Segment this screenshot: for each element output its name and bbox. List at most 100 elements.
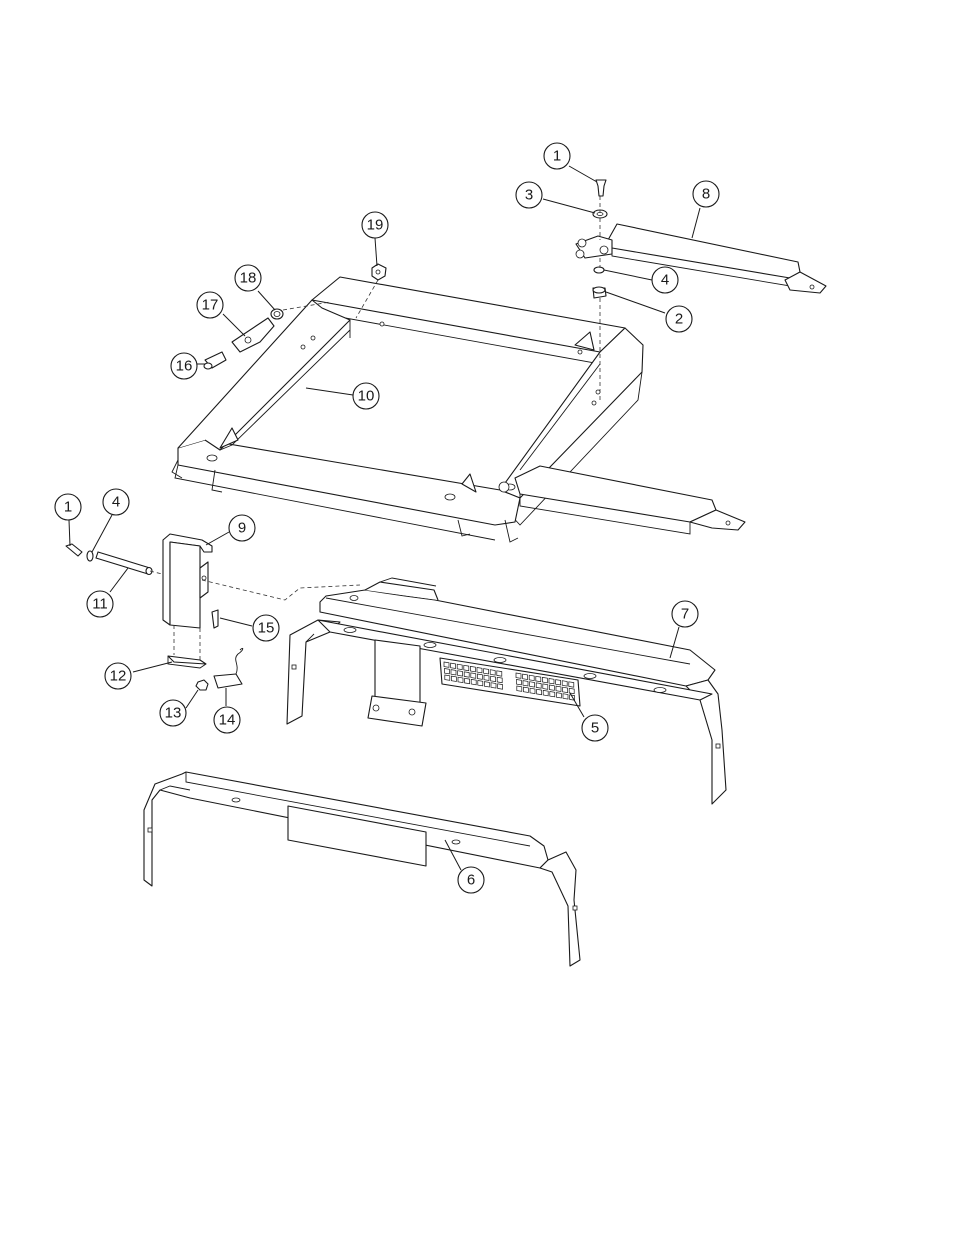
callout-3: 3: [516, 182, 542, 208]
grille-cell: [563, 687, 568, 692]
callout-9: 9: [229, 515, 255, 541]
grille-cell: [542, 677, 547, 682]
callout-10: 10: [353, 383, 379, 409]
grille-cell: [470, 666, 475, 671]
grille-cell: [530, 688, 535, 693]
callout-4-left: 4: [103, 489, 129, 515]
callout-6: 6: [458, 867, 484, 893]
grille-cell: [491, 676, 496, 681]
grille-cell: [458, 671, 463, 676]
grille-cell: [569, 688, 574, 693]
grille-cell: [484, 682, 489, 687]
grille-cell: [529, 675, 534, 680]
nut-13: [196, 680, 208, 690]
grille-cell: [497, 677, 502, 682]
callout-13: 13: [160, 700, 186, 726]
callout-label: 3: [525, 187, 533, 204]
grille-cell: [549, 679, 554, 684]
grille-cell: [484, 669, 489, 674]
grille-cell: [444, 662, 449, 667]
grille-cell: [550, 692, 555, 697]
grille-cell: [523, 687, 528, 692]
callout-label: 15: [258, 620, 275, 637]
grille-cell: [543, 690, 548, 695]
grille-cell: [458, 677, 463, 682]
rod-part: [66, 544, 162, 575]
callout-label: 12: [110, 668, 127, 685]
callout-label: 13: [165, 705, 182, 722]
callout-14: 14: [214, 707, 240, 733]
pad-14: [214, 648, 243, 688]
grille-cell: [569, 682, 574, 687]
callout-label: 19: [367, 217, 384, 234]
grille-cell: [471, 679, 476, 684]
callout-label: 16: [176, 358, 193, 375]
callout-12: 12: [105, 663, 131, 689]
callout-15: 15: [253, 615, 279, 641]
grille-cell: [536, 676, 541, 681]
grille-cell: [451, 676, 456, 681]
callout-label: 8: [702, 186, 710, 203]
callout-label: 1: [64, 499, 72, 516]
grille-cell: [549, 685, 554, 690]
callout-17: 17: [197, 292, 223, 318]
callout-19: 19: [362, 212, 388, 238]
callout-8: 8: [693, 181, 719, 207]
lower-cross-member-part: [144, 772, 580, 966]
grille-cell: [556, 693, 561, 698]
callout-4-top: 4: [652, 267, 678, 293]
callout-label: 11: [92, 596, 108, 613]
grille-cell: [562, 681, 567, 686]
grille-cell: [536, 683, 541, 688]
grille-cell: [471, 673, 476, 678]
grille-cell: [537, 689, 542, 694]
grille-cell: [477, 668, 482, 673]
callout-label: 6: [467, 872, 475, 889]
grille-cell: [530, 682, 535, 687]
callout-label: 1: [553, 148, 561, 165]
callout-label: 4: [661, 272, 669, 289]
grille-cell: [457, 664, 462, 669]
grille-cell: [451, 663, 456, 668]
callout-1-top: 1: [544, 143, 570, 169]
callout-7: 7: [672, 601, 698, 627]
grille-cell: [523, 681, 528, 686]
callout-label: 4: [112, 494, 120, 511]
callout-18: 18: [235, 265, 261, 291]
callout-5: 5: [582, 715, 608, 741]
grille-cell: [478, 681, 483, 686]
grille-cell: [497, 671, 502, 676]
callout-label: 9: [238, 520, 246, 537]
callout-label: 18: [240, 270, 257, 287]
callout-label: 14: [219, 712, 236, 729]
grille-cell: [451, 670, 456, 675]
grille-cell: [516, 680, 521, 685]
callout-11: 11: [87, 591, 113, 617]
grille-cell: [490, 670, 495, 675]
grille-cell: [543, 684, 548, 689]
callout-label: 2: [675, 311, 683, 328]
callout-label: 7: [681, 606, 689, 623]
callout-2: 2: [666, 306, 692, 332]
callout-16: 16: [171, 353, 197, 379]
grille-cell: [498, 684, 503, 689]
callout-1-left: 1: [55, 494, 81, 520]
grille-cell: [517, 686, 522, 691]
grille-cell: [523, 674, 528, 679]
grille-cell: [464, 665, 469, 670]
grille-cell: [556, 680, 561, 685]
bracket-bar-part: [576, 224, 826, 293]
grille-cell: [445, 675, 450, 680]
frame-extension-bar: [499, 466, 745, 534]
grille-cell: [563, 694, 568, 699]
grille-cell: [516, 673, 521, 678]
grille-cell: [477, 674, 482, 679]
callout-label: 17: [202, 297, 219, 314]
grille-cell: [556, 686, 561, 691]
grille-cell: [444, 669, 449, 674]
grille-cell: [491, 683, 496, 688]
grille-cell: [465, 678, 470, 683]
callout-label: 10: [358, 388, 375, 405]
pin-15: [212, 610, 218, 628]
